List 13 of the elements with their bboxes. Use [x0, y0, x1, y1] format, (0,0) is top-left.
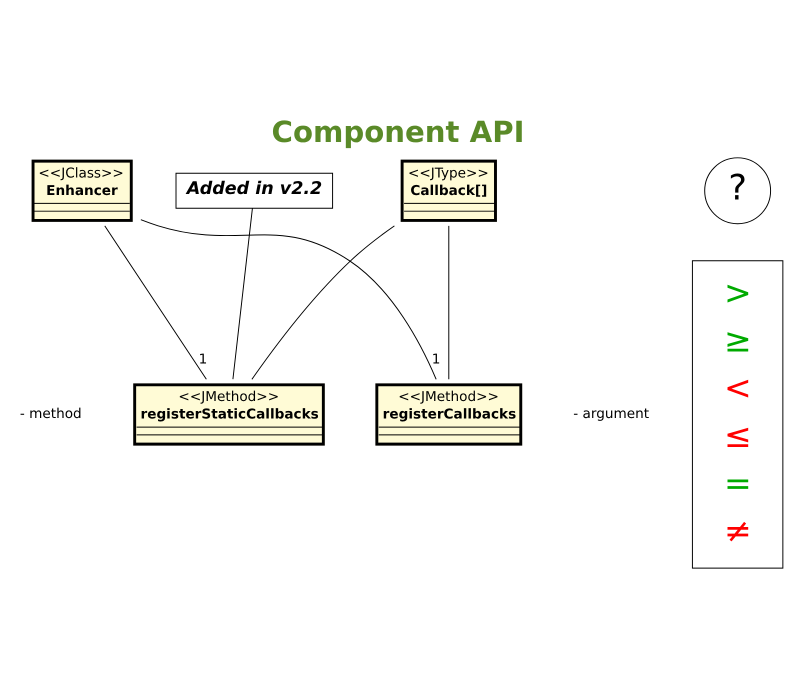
node-box: > ≥ < ≤ = ≠ [692, 260, 784, 568]
diagram-title: Component API [272, 114, 524, 149]
edge-label: 1 [432, 350, 440, 367]
connector [104, 224, 207, 380]
edge-label: 1 [198, 351, 208, 368]
node-box: Added in v2.2 [176, 172, 334, 208]
connector [140, 218, 437, 380]
connector [251, 224, 395, 380]
label: - argument [573, 406, 650, 422]
connector [448, 224, 450, 380]
connector [232, 207, 253, 380]
node-circle: ? [704, 156, 772, 224]
label: - method [20, 406, 82, 422]
